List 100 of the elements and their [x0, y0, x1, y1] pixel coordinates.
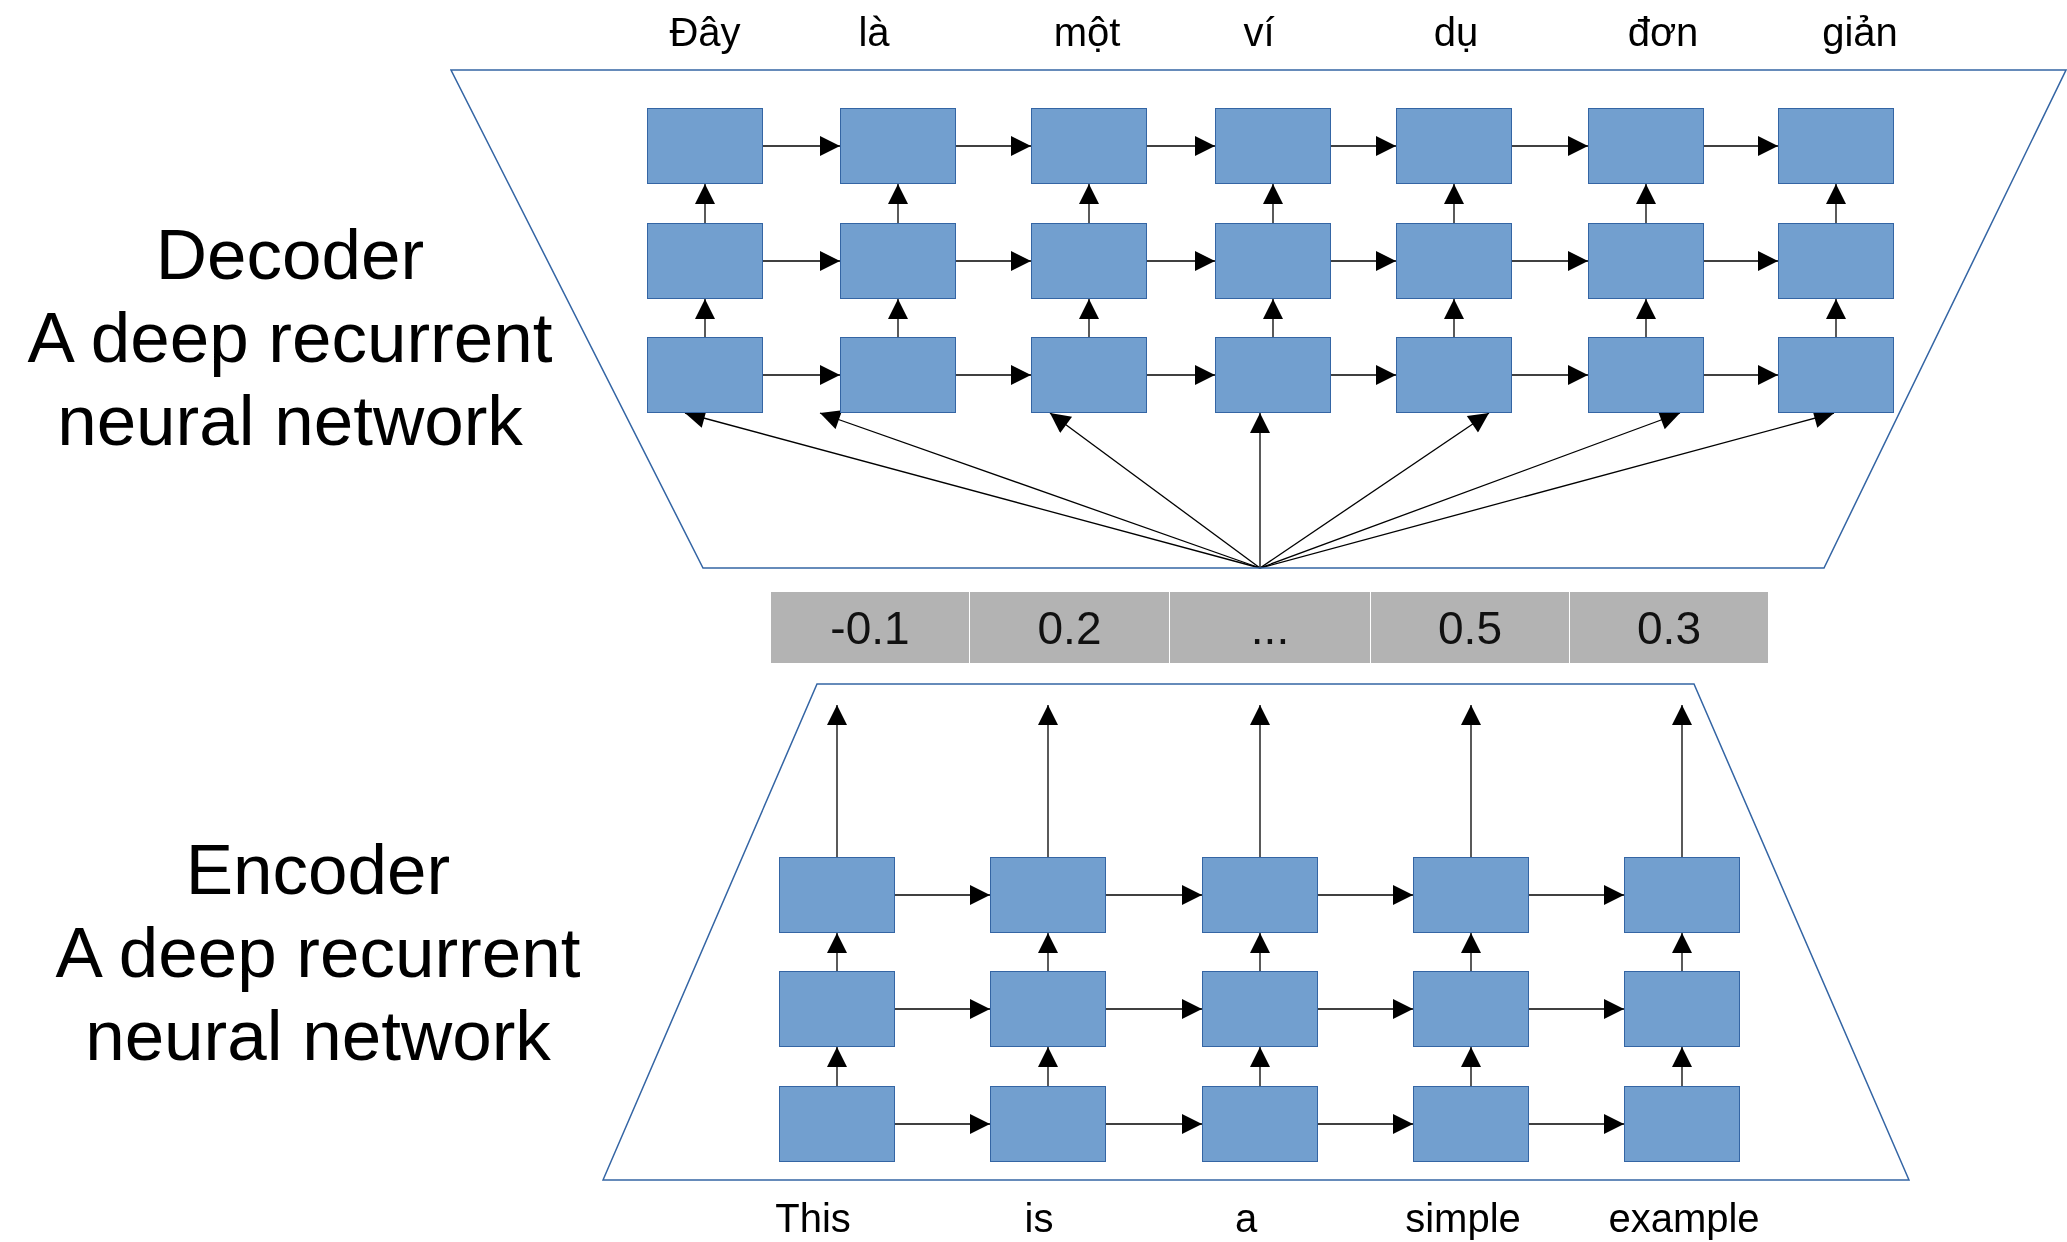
arrow [1528, 999, 1625, 1019]
arrow [1079, 298, 1099, 338]
arrow [1636, 183, 1656, 224]
arrow [1105, 999, 1203, 1019]
rnn-cell-box [990, 1086, 1106, 1162]
arrow [762, 136, 841, 156]
arrow [827, 932, 847, 972]
rnn-cell-box [1413, 857, 1529, 933]
rnn-cell-box [779, 971, 895, 1047]
rnn-cell-box [647, 108, 763, 184]
arrow [1703, 136, 1779, 156]
arrow [1528, 1114, 1625, 1134]
rnn-cell-box [840, 223, 956, 299]
arrow [1672, 932, 1692, 972]
rnn-cell-box [647, 223, 763, 299]
rnn-cell-box [1202, 971, 1318, 1047]
rnn-cell-box [1413, 1086, 1529, 1162]
arrow [1049, 412, 1261, 569]
arrow [762, 365, 841, 385]
rnn-cell-box [1588, 337, 1704, 413]
arrow [1146, 136, 1216, 156]
input-word: a [1234, 1198, 1258, 1238]
arrow [1511, 365, 1589, 385]
rnn-cell-box [840, 108, 956, 184]
rnn-cell-box [990, 971, 1106, 1047]
input-word: example [1608, 1198, 1760, 1238]
arrow [1146, 365, 1216, 385]
rnn-cell-box [1778, 223, 1894, 299]
arrow [762, 251, 841, 271]
rnn-cell-box [779, 857, 895, 933]
vector-cell: 0.3 [1570, 592, 1768, 663]
arrow [1038, 704, 1058, 858]
arrow [1672, 1046, 1692, 1087]
rnn-cell-box [647, 337, 763, 413]
arrow [1703, 365, 1779, 385]
arrow [1461, 704, 1481, 858]
arrow [1038, 932, 1058, 972]
rnn-cell-box [1396, 108, 1512, 184]
arrow [1330, 365, 1397, 385]
rnn-cell-box [990, 857, 1106, 933]
output-word: Đây [669, 12, 741, 52]
arrow [1330, 136, 1397, 156]
arrow [1826, 298, 1846, 338]
heading: Decoder [154, 214, 426, 296]
output-word: giản [1822, 12, 1898, 52]
input-word: simple [1405, 1198, 1521, 1238]
rnn-cell-box [840, 337, 956, 413]
arrow [1826, 183, 1846, 224]
arrow [1146, 251, 1216, 271]
arrow [888, 298, 908, 338]
arrow [1444, 298, 1464, 338]
rnn-cell-box [1778, 108, 1894, 184]
arrow [695, 183, 715, 224]
rnn-cell-box [1215, 108, 1331, 184]
arrow [1250, 412, 1270, 569]
rnn-cell-box [779, 1086, 895, 1162]
arrow [1703, 251, 1779, 271]
rnn-cell-box [1031, 337, 1147, 413]
vector-cell: ... [1170, 592, 1370, 663]
arrow [955, 251, 1032, 271]
arrow [894, 885, 991, 905]
arrow [1250, 1046, 1270, 1087]
rnn-cell-box [1624, 857, 1740, 933]
input-word: This [775, 1198, 851, 1238]
arrow [1461, 932, 1481, 972]
rnn-cell-box [1215, 223, 1331, 299]
arrow [1079, 183, 1099, 224]
arrow [1672, 704, 1692, 858]
arrow [1105, 1114, 1203, 1134]
output-word: một [1053, 12, 1121, 52]
output-word: đơn [1627, 12, 1699, 52]
arrow [1263, 298, 1283, 338]
arrow [955, 136, 1032, 156]
arrow [1444, 183, 1464, 224]
arrow [888, 183, 908, 224]
rnn-cell-box [1031, 108, 1147, 184]
rnn-cell-box [1396, 337, 1512, 413]
arrow [1250, 704, 1270, 858]
rnn-cell-box [1624, 971, 1740, 1047]
arrow [1317, 999, 1414, 1019]
arrow [1636, 298, 1656, 338]
rnn-cell-box [1588, 223, 1704, 299]
arrow [1038, 1046, 1058, 1087]
arrow [827, 1046, 847, 1087]
vector-cell: 0.5 [1371, 592, 1569, 663]
arrow [1330, 251, 1397, 271]
arrow [955, 365, 1032, 385]
arrow [1528, 885, 1625, 905]
arrow [1250, 932, 1270, 972]
rnn-cell-box [1202, 857, 1318, 933]
vector-cell: 0.2 [970, 592, 1169, 663]
rnn-cell-box [1215, 337, 1331, 413]
rnn-cell-box [1778, 337, 1894, 413]
arrow [894, 1114, 991, 1134]
rnn-cell-box [1413, 971, 1529, 1047]
arrow [1511, 136, 1589, 156]
rnn-cell-box [1396, 223, 1512, 299]
rnn-cell-box [1588, 108, 1704, 184]
arrow [894, 999, 991, 1019]
arrow [695, 298, 715, 338]
